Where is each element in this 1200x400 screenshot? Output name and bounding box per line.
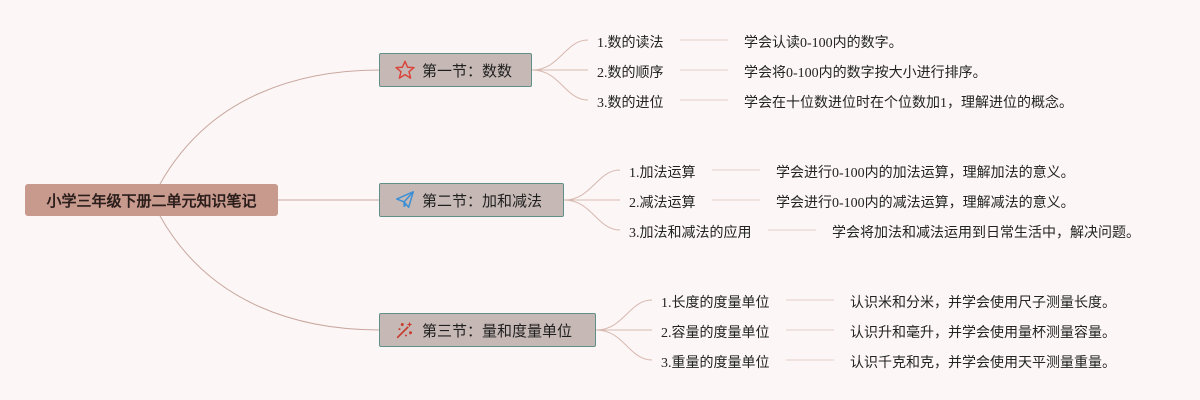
section-3-label: 第三节：量和度量单位 bbox=[422, 321, 573, 340]
section-1-item-3-desc[interactable]: 学会在十位数进位时在个位数加1，理解进位的概念。 bbox=[744, 96, 1073, 111]
section-2-item-2-label[interactable]: 2.减法运算 bbox=[629, 196, 696, 211]
section-1-label: 第一节：数数 bbox=[422, 61, 513, 80]
sparkles-icon bbox=[394, 319, 416, 341]
root-label: 小学三年级下册二单元知识笔记 bbox=[46, 191, 257, 210]
section-3-item-1-desc[interactable]: 认识米和分米，并学会使用尺子测量长度。 bbox=[850, 296, 1116, 311]
connector-s2-item-3 bbox=[563, 199, 621, 231]
section-3-item-3-desc[interactable]: 认识千克和克，并学会使用天平测量重量。 bbox=[850, 356, 1116, 371]
section-2-item-1-desc[interactable]: 学会进行0-100内的加法运算，理解加法的意义。 bbox=[776, 166, 1075, 181]
section-2-label: 第二节：加和减法 bbox=[422, 191, 543, 210]
section-1-item-3-label[interactable]: 3.数的进位 bbox=[597, 96, 664, 111]
section-2-item-2-desc[interactable]: 学会进行0-100内的减法运算，理解减法的意义。 bbox=[776, 196, 1075, 211]
section-2-item-3-desc[interactable]: 学会将加法和减法运用到日常生活中，解决问题。 bbox=[832, 226, 1140, 241]
section-3-item-2-label[interactable]: 2.容量的度量单位 bbox=[661, 326, 770, 341]
section-2-item-1-label[interactable]: 1.加法运算 bbox=[629, 166, 696, 181]
section-2-item-3-label[interactable]: 3.加法和减法的应用 bbox=[629, 226, 752, 241]
section-3-node[interactable]: 第三节：量和度量单位 bbox=[379, 313, 596, 347]
section-3-item-2-desc[interactable]: 认识升和毫升，并学会使用量杯测量容量。 bbox=[850, 326, 1116, 341]
section-2-node[interactable]: 第二节：加和减法 bbox=[379, 183, 564, 217]
connector-s1-item-1 bbox=[531, 39, 589, 71]
section-1-node[interactable]: 第一节：数数 bbox=[379, 53, 532, 87]
connector-root-section-3 bbox=[159, 215, 381, 331]
section-1-item-1-label[interactable]: 1.数的读法 bbox=[597, 36, 664, 51]
connector-root-section-1 bbox=[159, 69, 381, 185]
connector-s3-item-3 bbox=[595, 329, 653, 361]
root-node[interactable]: 小学三年级下册二单元知识笔记 bbox=[25, 184, 278, 216]
paper-plane-icon bbox=[394, 189, 416, 211]
connector-s2-item-1 bbox=[563, 169, 621, 201]
star-icon bbox=[394, 59, 416, 81]
section-1-item-1-desc[interactable]: 学会认读0-100内的数字。 bbox=[744, 36, 903, 51]
section-3-item-1-label[interactable]: 1.长度的度量单位 bbox=[661, 296, 770, 311]
connector-s3-item-1 bbox=[595, 299, 653, 331]
section-1-item-2-desc[interactable]: 学会将0-100内的数字按大小进行排序。 bbox=[744, 66, 987, 81]
section-1-item-2-label[interactable]: 2.数的顺序 bbox=[597, 66, 664, 81]
section-3-item-3-label[interactable]: 3.重量的度量单位 bbox=[661, 356, 770, 371]
connector-s1-item-3 bbox=[531, 69, 589, 101]
